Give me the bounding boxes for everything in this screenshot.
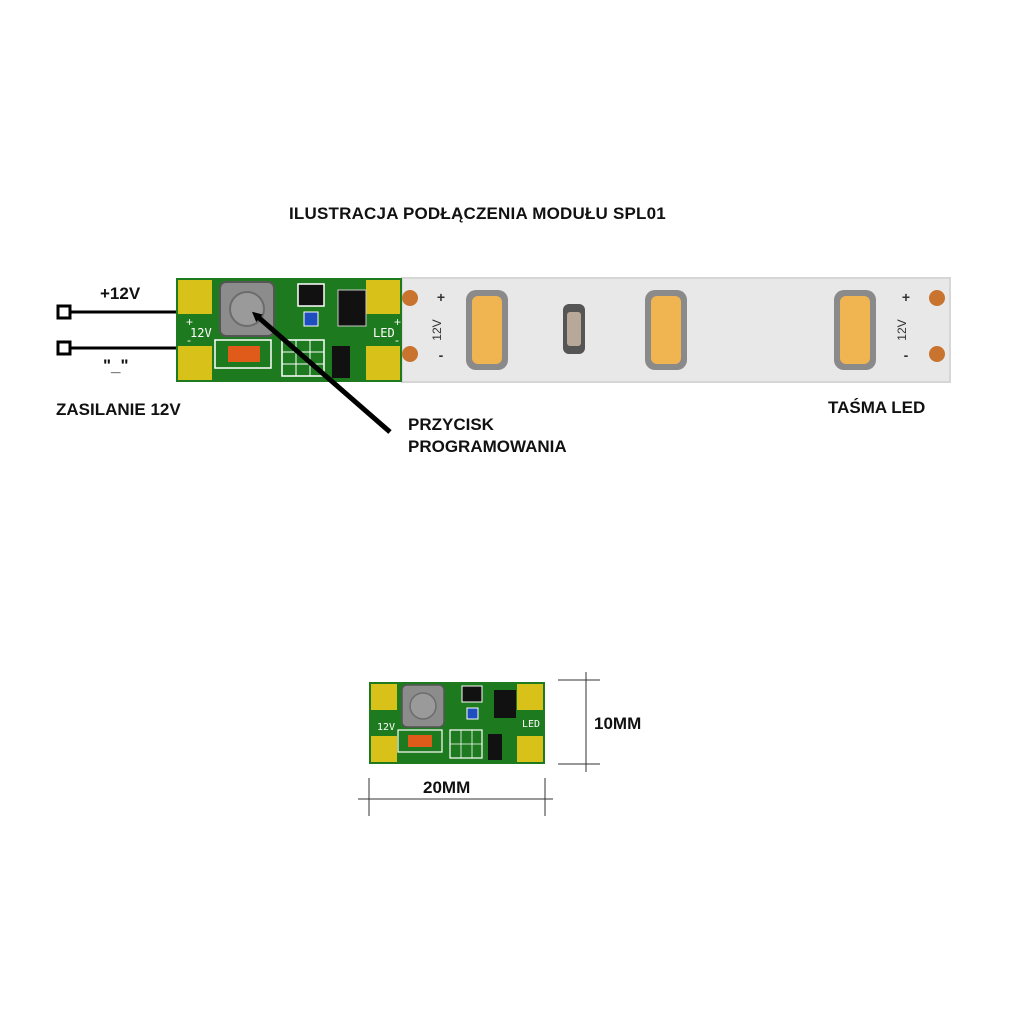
plus-terminal: [56, 304, 72, 320]
strip-pad-plus-end: [929, 290, 945, 306]
pcb-output-label: LED: [373, 326, 395, 340]
programming-button-label-line2: PROGRAMOWANIA: [408, 437, 567, 456]
pcb-resistor: [228, 346, 260, 362]
pcb-resistor-outline: [214, 339, 272, 369]
pcb-input-label: 12V: [190, 326, 212, 340]
width-dimension-label: 20MM: [423, 778, 471, 797]
programming-button-arrow: [251, 311, 392, 434]
pcb-ic: [337, 289, 367, 327]
power-wires: [56, 304, 190, 356]
strip-pad-plus: [402, 290, 418, 306]
diagram-title: ILUSTRACJA PODŁĄCZENIA MODUŁU SPL01: [289, 204, 666, 223]
pcb-grid-pads: [281, 339, 325, 377]
led-strip: + 12V - + 12V -: [401, 277, 951, 383]
programming-button-label-line1: PRZYCISK: [408, 415, 494, 434]
strip-pad-minus-end: [929, 346, 945, 362]
small-pcb-output-label: LED: [522, 719, 540, 730]
pcb-plus-mark: +: [186, 315, 193, 329]
led-strip-label: TAŚMA LED: [828, 398, 926, 417]
height-dimension-label: 10MM: [594, 714, 642, 733]
strip-pad-minus: [402, 346, 418, 362]
pcb-minus-mark: -: [187, 333, 191, 347]
small-pcb-input-label: 12V: [377, 722, 395, 733]
pcb-blue-component: [303, 311, 319, 327]
pcb-out-plus-mark: +: [394, 315, 401, 329]
strip-voltage-marker-end: 12V: [895, 319, 909, 340]
pcb-pad-in-minus: [178, 346, 212, 380]
led-chip-2: [651, 296, 681, 364]
led-chip-3: [840, 296, 870, 364]
minus-terminal: [56, 340, 72, 356]
width-dimension-line: [358, 778, 553, 816]
strip-plus-marker-end: +: [902, 289, 910, 305]
pcb-chip-small: [297, 283, 325, 307]
strip-voltage-marker: 12V: [430, 319, 444, 340]
pcb-module-large: + - 12V LED + -: [176, 278, 402, 382]
led-chip-1: [472, 296, 502, 364]
pcb-pad-in-plus: [178, 280, 212, 314]
pcb-pad-out-minus: [366, 346, 400, 380]
pcb-out-minus-mark: -: [395, 333, 399, 347]
pcb-module-small: 12V LED: [369, 682, 545, 764]
strip-plus-marker: +: [437, 289, 445, 305]
strip-minus-marker: -: [439, 347, 444, 363]
strip-minus-marker-end: -: [904, 347, 909, 363]
power-supply-label: ZASILANIE 12V: [56, 400, 181, 419]
pcb-pad-out-plus: [366, 280, 400, 314]
plus-12v-label: +12V: [100, 284, 141, 303]
minus-label: "_": [103, 356, 129, 375]
pcb-transistor: [332, 346, 350, 378]
height-dimension-line: [558, 672, 600, 772]
programming-button-label: PRZYCISK PROGRAMOWANIA: [408, 414, 567, 458]
